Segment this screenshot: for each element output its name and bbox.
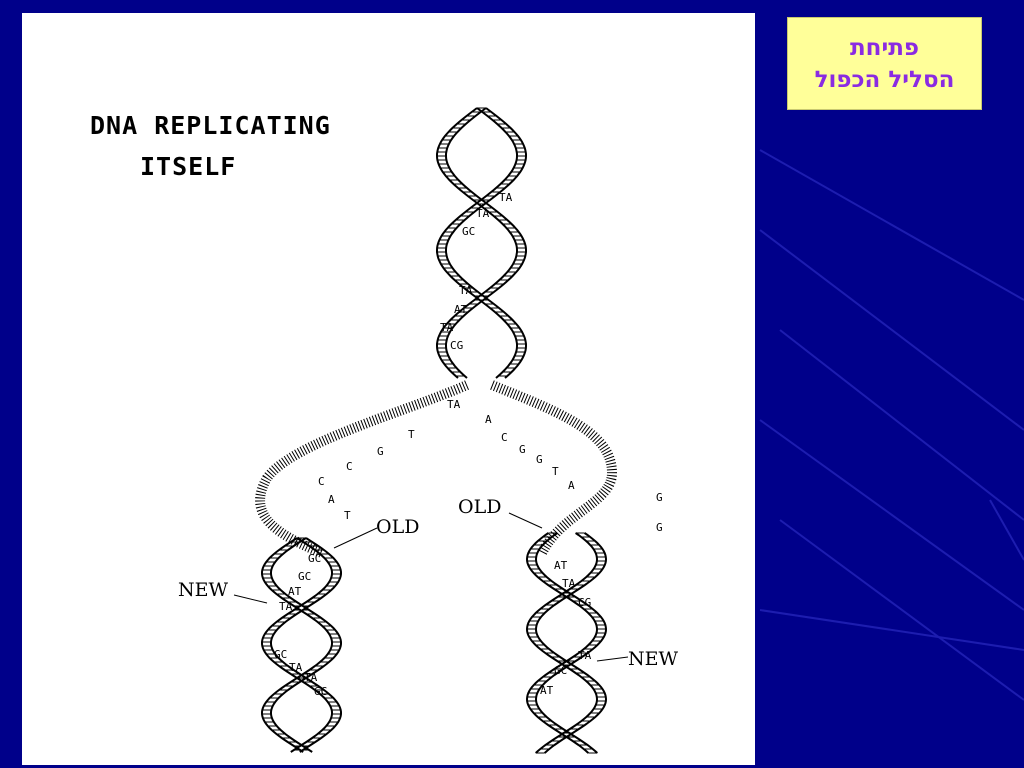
left-daughter-pair-6: TA [304,671,318,684]
left-base-0: T [408,428,415,441]
parent-strand-1-edge-a [436,107,518,379]
right-daughter-pair-4: GC [554,664,567,677]
right-daughter-pair-2: CG [578,596,591,609]
left-daughter-pair-7: GC [314,685,327,698]
caption-line-2: ITSELF [140,152,236,181]
left-daughter-pair-3: TA [279,600,293,613]
label-new-left: NEW [178,579,228,601]
slide-title-box: פתיחת הסליל הכפול [787,17,982,110]
left-daughter-pair-0: GC [308,552,321,565]
new-right-pointer [596,656,629,662]
left-base-5: T [344,509,351,522]
left-old-strand [255,380,469,558]
label-new-right: NEW [628,648,678,670]
left-base-4: A [328,493,335,506]
old-right-pointer [508,512,543,529]
right-daughter-strand-1-edge-a [525,532,599,754]
parent-pair-0: TA [499,191,513,204]
parent-pair-5: TA [440,321,454,334]
parent-strand-1-edge-b [445,107,527,379]
right-base-5: A [568,479,575,492]
left-base-3: C [318,475,325,488]
right-daughter-pair-0: AT [554,559,568,572]
left-daughter-pair-1: GC [298,570,311,583]
right-daughter-strand-2-edge-a [525,532,599,754]
new-left-pointer [233,594,268,604]
parent-strand-2-edge-b [445,107,527,379]
left-daughter-strand-1-edge-b [270,537,342,753]
right-daughter-pair-5: AT [540,684,554,697]
right-far-base-0: G [656,491,663,504]
helix-strands [255,107,618,754]
right-far-base-1: G [656,521,663,534]
right-base-0: A [485,413,492,426]
left-base-2: C [346,460,353,473]
left-daughter-strand-2-edge-a [261,537,333,753]
right-old-strand [490,380,618,556]
parent-strand-2-edge-a [436,107,518,379]
parent-pair-2: GC [462,225,475,238]
right-base-3: G [536,453,543,466]
label-old-left: OLD [376,516,419,538]
parent-pair-4: AT [454,303,468,316]
right-base-2: G [519,443,526,456]
left-daughter-pair-5: TA [289,661,303,674]
right-daughter-strand-2-edge-b [534,532,608,754]
left-daughter-pair-2: AT [288,585,302,598]
dna-replication-diagram: DNA REPLICATING ITSELF TATAGCTAATTACGTA … [90,107,678,754]
slide-title-line-1: פתיחת [849,34,920,61]
parent-pair-3: TA [459,284,473,297]
right-base-4: T [552,465,559,478]
right-daughter-pair-3: TA [578,649,592,662]
label-old-right: OLD [458,496,501,518]
right-daughter-strand-1-edge-b [534,532,608,754]
left-daughter-pair-4: GC [274,648,287,661]
caption-line-1: DNA REPLICATING [90,111,331,140]
parent-pair-1: TA [476,207,490,220]
right-base-1: C [501,431,508,444]
parent-pair-6: CG [450,339,463,352]
parent-pair-7: TA [447,398,461,411]
old-left-pointer [333,527,378,549]
right-daughter-pair-1: TA [562,577,576,590]
left-base-1: G [377,445,384,458]
slide-title-line-2: הסליל הכפול [814,66,955,93]
